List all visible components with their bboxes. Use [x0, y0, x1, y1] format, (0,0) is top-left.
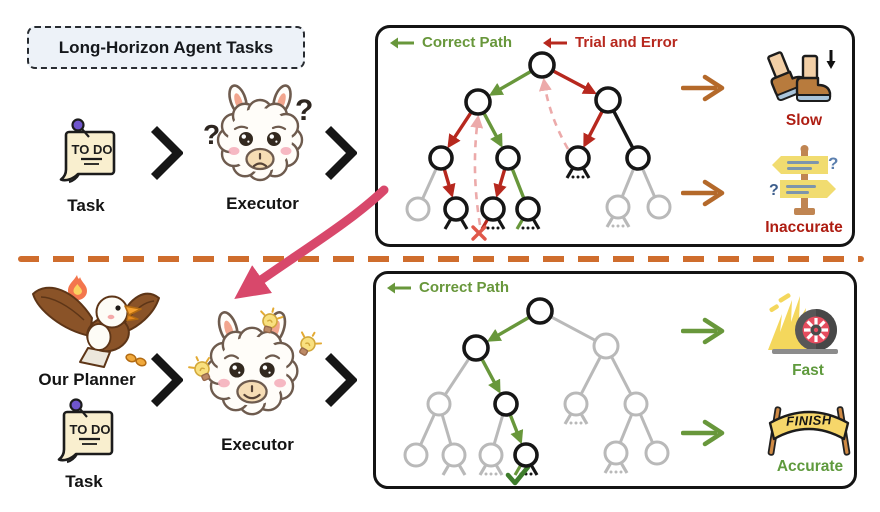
legend-correct-path: Correct Path [419, 279, 510, 296]
legend-correct-path: Correct Path [422, 34, 513, 51]
finish-banner-icon: FINISH [767, 406, 851, 456]
confused-llama-icon: ? ? [203, 84, 313, 182]
search-tree-planned [403, 297, 670, 486]
down-arrow-icon [826, 50, 836, 69]
todo-text: TO DO [70, 422, 111, 437]
outcome-inaccurate: Inaccurate [765, 219, 843, 236]
left-arrow-icon [390, 37, 414, 48]
right-arrow-icon [681, 419, 725, 447]
signpost-icon: ? ? [769, 145, 838, 215]
right-arrow-icon [681, 179, 725, 207]
chevron-right-icon [150, 352, 183, 408]
outcome-fast: Fast [792, 362, 824, 379]
legend-trial-and-error: Trial and Error [575, 34, 678, 51]
question-mark-left: ? [769, 182, 779, 199]
right-arrow-icon [681, 317, 725, 345]
speed-wheel-icon [768, 293, 838, 354]
eagle-planner-icon [32, 275, 160, 368]
section-divider [18, 256, 864, 262]
question-mark-left: ? [203, 119, 220, 150]
planner-label: Our Planner [38, 370, 136, 389]
walking-feet-icon [767, 50, 836, 102]
chevron-right-icon [150, 125, 183, 181]
task-label-bottom: Task [65, 472, 103, 491]
lightbulb-icon [188, 356, 211, 382]
bottom-panel-legend: Correct Path [386, 279, 509, 296]
title-box: Long-Horizon Agent Tasks [27, 26, 305, 69]
right-arrow-icon [681, 74, 725, 102]
planned-path-panel: Correct Path [373, 271, 857, 489]
top-panel-legend: Correct Path Trial and Error [389, 34, 678, 51]
question-mark-right: ? [295, 94, 313, 127]
executor-label-bottom: Executor [221, 435, 294, 454]
chevron-right-icon [324, 352, 357, 408]
lightbulb-icon [299, 331, 323, 356]
happy-llama-icon [188, 307, 323, 416]
left-arrow-icon [387, 282, 411, 293]
title-text: Long-Horizon Agent Tasks [58, 37, 274, 57]
search-tree-trial-error [405, 51, 672, 241]
todo-note-icon: TO DO [59, 118, 116, 184]
todo-note-icon: TO DO [57, 398, 114, 464]
task-label-top: Task [67, 196, 105, 215]
executor-label-top: Executor [226, 194, 299, 213]
eagle-eye [115, 305, 121, 311]
trial-and-error-panel: Correct Path Trial and Error [375, 25, 855, 247]
todo-text: TO DO [72, 142, 113, 157]
lightbulb-icon [260, 307, 284, 334]
outcome-accurate: Accurate [776, 458, 844, 475]
question-mark-right: ? [828, 154, 838, 173]
left-arrow-icon [543, 37, 568, 48]
chevron-right-icon [324, 125, 357, 181]
finish-text: FINISH [786, 412, 832, 429]
outcome-slow: Slow [785, 112, 823, 129]
